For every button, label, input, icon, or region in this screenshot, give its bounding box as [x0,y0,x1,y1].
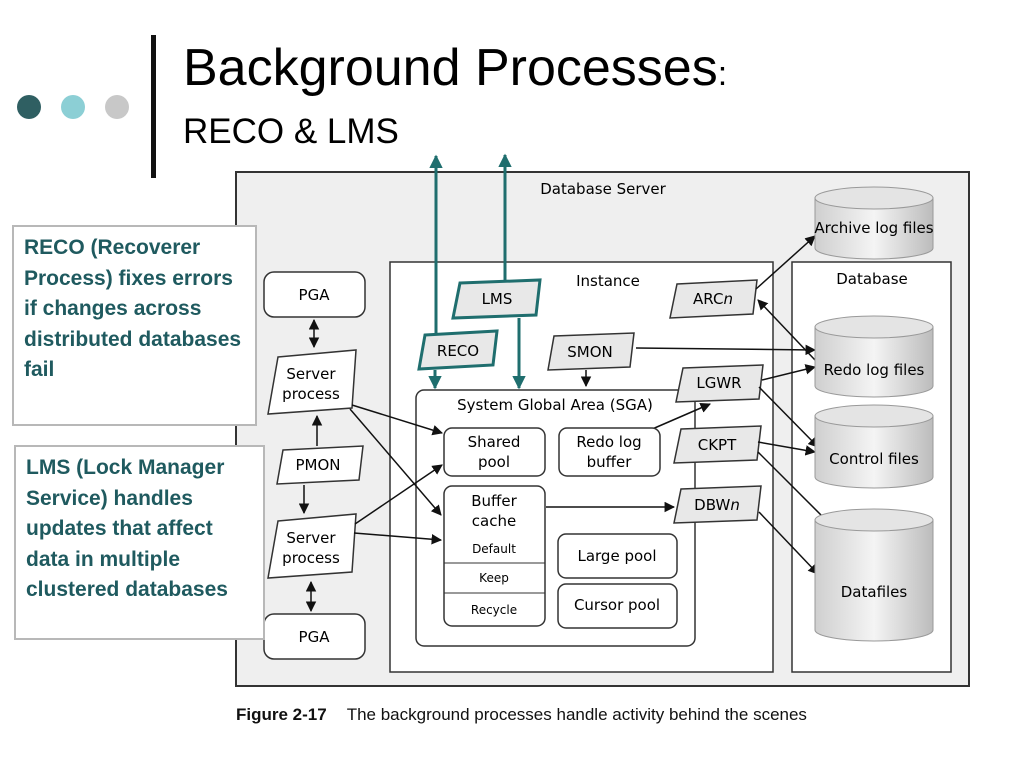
buffer-cache [443,485,546,627]
slide-title: Background Processes: [183,39,728,97]
svg-text:Redo log: Redo log [576,433,641,451]
cache-keep: Keep [479,571,509,585]
smon-box [547,332,635,371]
svg-text:Archive log files: Archive log files [814,219,933,237]
svg-text:cache: cache [472,512,516,530]
reco-label: RECO [437,342,479,360]
server-process-2-line2: process [282,549,340,567]
database-server-label: Database Server [540,180,666,198]
svg-text:buffer: buffer [587,453,633,471]
archive-log-files-cylinder: Archive log files [814,186,934,260]
pga-top [263,271,366,318]
arrow-redobuf-lgwr [649,402,711,431]
smon-label: SMON [567,343,613,361]
svg-text:Redo log files: Redo log files [824,361,925,379]
large-pool [557,533,678,579]
server-process-1-line2: process [282,385,340,403]
title-dot-dark [17,95,41,119]
ckpt-label: CKPT [698,436,737,454]
instance-label: Instance [576,272,640,290]
title-divider [151,35,156,178]
pga-bottom-label: PGA [299,628,331,646]
lms-label: LMS [482,290,513,308]
pga-top-label: PGA [299,286,331,304]
dbwn-box [673,485,762,524]
reco-callout: RECO (Recoverer Process) fixes errors if… [12,225,257,426]
lgwr-box [675,364,764,403]
control-files-cylinder: Control files [814,404,934,489]
arrow-arcn-archive [755,235,816,290]
slide-subtitle: RECO & LMS [183,112,399,151]
arcn-box [669,279,758,319]
svg-text:Control files: Control files [829,450,919,468]
arrow-redo-arcn [757,299,816,361]
svg-text:Cursor pool: Cursor pool [574,596,660,614]
datafiles-cylinder: Datafiles [814,508,934,642]
pmon-label: PMON [295,456,340,474]
sga-label: System Global Area (SGA) [457,396,653,414]
server-process-2 [267,513,357,579]
svg-text:Buffer: Buffer [471,492,517,510]
server-process-1-line1: Server [286,365,336,383]
server-process-1 [267,349,357,415]
database-label: Database [836,270,908,288]
lgwr-label: LGWR [696,374,741,392]
svg-text:Shared: Shared [468,433,521,451]
pmon-box [276,445,364,485]
cache-default: Default [472,542,516,556]
arcn-label: ARCn [693,290,733,308]
svg-text:Datafiles: Datafiles [841,583,908,601]
svg-text:Large pool: Large pool [577,547,656,565]
server-process-2-line1: Server [286,529,336,547]
cursor-pool [557,583,678,629]
lms-box [451,278,542,320]
lms-callout: LMS (Lock Manager Service) handles updat… [14,445,265,640]
ckpt-box [673,425,762,464]
redo-log-buffer [558,427,661,477]
title-dot-gray [105,95,129,119]
svg-text:pool: pool [478,453,510,471]
reco-box [417,329,499,371]
dbwn-label: DBWn [694,496,740,514]
cache-recycle: Recycle [471,603,517,617]
shared-pool [443,427,546,477]
title-dot-teal [61,95,85,119]
arrow-smon-redo [635,344,817,356]
redo-log-files-cylinder: Redo log files [814,315,934,398]
